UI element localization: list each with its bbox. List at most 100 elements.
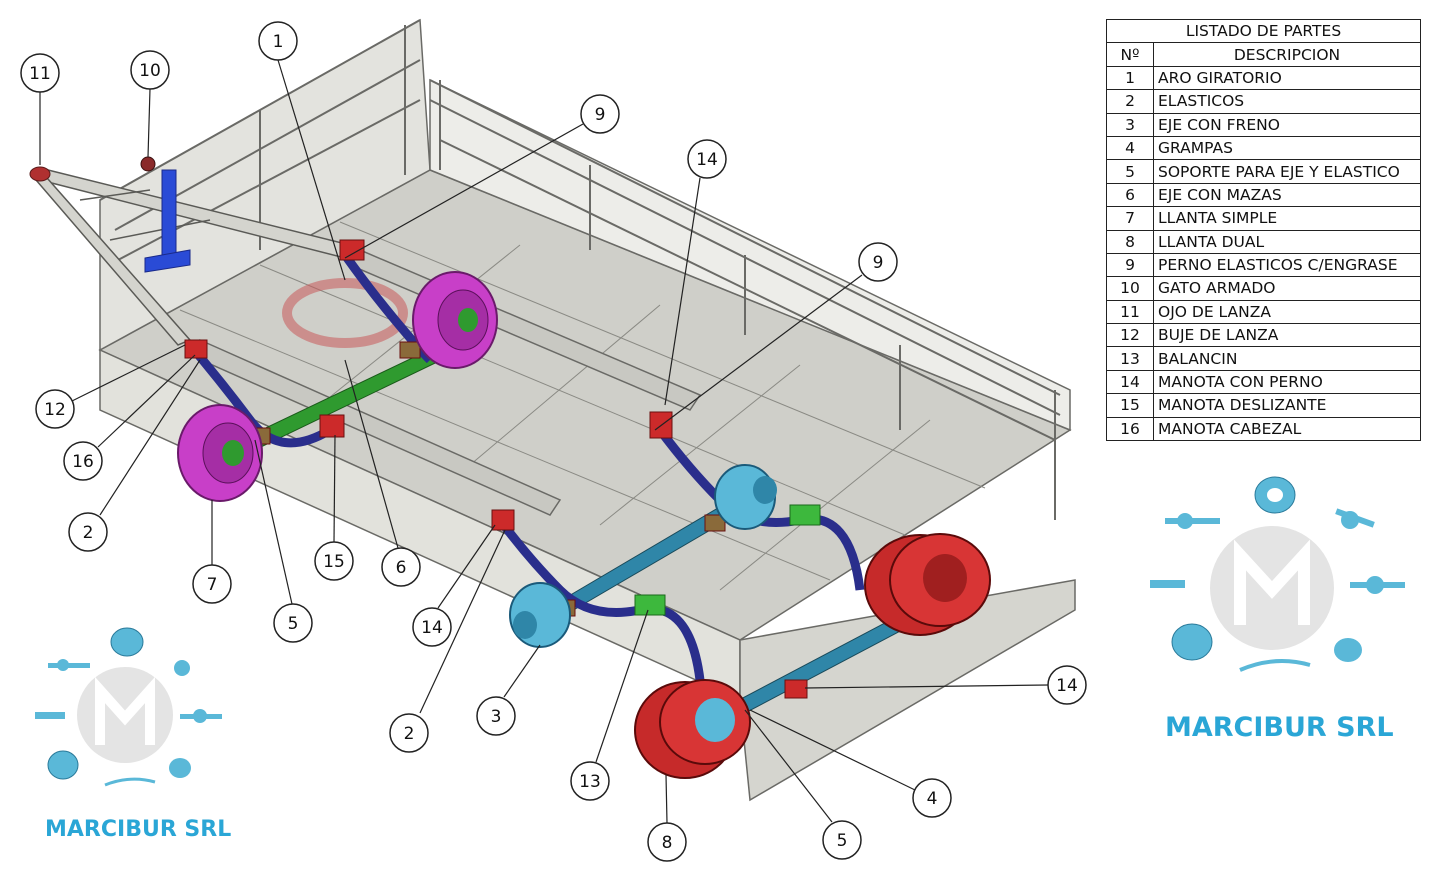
callout-9-right: 9	[858, 242, 898, 282]
part-description: BUJE DE LANZA	[1153, 323, 1421, 348]
callout-2-bottom: 2	[389, 713, 429, 753]
part-number: 15	[1106, 393, 1154, 418]
callout-6: 6	[381, 547, 421, 587]
part-description: EJE CON FRENO	[1153, 112, 1421, 137]
part-number: 8	[1106, 229, 1154, 254]
front-spring-right	[341, 252, 434, 364]
part-number: 1	[1106, 65, 1154, 91]
part-description: MANOTA CON PERNO	[1153, 369, 1421, 395]
part-description: MANOTA CABEZAL	[1153, 416, 1421, 442]
svg-text:2: 2	[404, 724, 415, 744]
part-description: ELASTICOS	[1153, 89, 1421, 114]
part-description: EJE CON MAZAS	[1153, 182, 1421, 208]
callouts: 1 11 10 9 14 9 12 16 2 7 15 6 5 14 3 2 1…	[20, 21, 1087, 862]
part-description: GRAMPAS	[1153, 135, 1421, 161]
dual-wheel-upper	[864, 533, 991, 636]
balancin-clamps	[634, 504, 821, 616]
callout-14-right: 14	[1047, 665, 1087, 705]
part-description: OJO DE LANZA	[1153, 299, 1421, 325]
rotating-ring	[282, 278, 408, 348]
svg-text:14: 14	[1056, 676, 1078, 696]
svg-text:5: 5	[288, 614, 299, 634]
leader-lines	[39, 59, 1049, 824]
part-number: 2	[1106, 89, 1154, 114]
front-wheel-left	[177, 404, 263, 502]
part-number: 4	[1106, 135, 1154, 161]
svg-text:3: 3	[491, 707, 502, 727]
svg-text:9: 9	[595, 105, 606, 125]
rear-spring-left	[496, 517, 705, 681]
parts-list-title: LISTADO DE PARTES	[1106, 18, 1421, 44]
svg-text:9: 9	[873, 253, 884, 273]
callout-12: 12	[35, 389, 75, 429]
callout-16: 16	[63, 441, 103, 481]
parts-title-row: LISTADO DE PARTES	[1106, 18, 1421, 44]
part-description: LLANTA DUAL	[1153, 229, 1421, 254]
svg-text:10: 10	[139, 61, 161, 81]
column-header-num: Nº	[1106, 42, 1154, 67]
svg-text:1: 1	[273, 32, 284, 52]
svg-text:16: 16	[72, 452, 94, 472]
end-wall	[739, 579, 1076, 802]
part-description: LLANTA SIMPLE	[1153, 206, 1421, 231]
dual-wheel-lower	[634, 679, 751, 779]
part-number: 14	[1106, 369, 1154, 395]
svg-text:7: 7	[207, 575, 218, 595]
callout-5-bottom: 5	[822, 820, 862, 860]
part-number: 9	[1106, 252, 1154, 278]
rear-axle-group	[491, 411, 991, 779]
front-axle-group	[177, 239, 498, 502]
callout-8: 8	[647, 822, 687, 862]
marcibur-logo-right	[1150, 476, 1405, 672]
svg-text:15: 15	[323, 552, 345, 572]
svg-text:11: 11	[29, 64, 51, 84]
callout-11: 11	[20, 53, 60, 93]
part-number: 12	[1106, 323, 1154, 348]
jack	[140, 156, 191, 273]
part-number: 7	[1106, 206, 1154, 231]
part-description: GATO ARMADO	[1153, 276, 1421, 301]
parts-header-row: Nº DESCRIPCION	[1106, 42, 1421, 67]
callout-14-top: 14	[687, 139, 727, 179]
callout-14-mid: 14	[412, 607, 452, 647]
rear-hub-lower	[509, 582, 571, 648]
svg-text:2: 2	[83, 523, 94, 543]
part-number: 6	[1106, 182, 1154, 208]
part-description: ARO GIRATORIO	[1153, 65, 1421, 91]
callout-4: 4	[912, 778, 952, 818]
part-description: PERNO ELASTICOS C/ENGRASE	[1153, 252, 1421, 278]
callout-7: 7	[192, 564, 232, 604]
svg-text:13: 13	[579, 772, 601, 792]
callout-3: 3	[476, 696, 516, 736]
svg-text:14: 14	[696, 150, 718, 170]
callout-2-left: 2	[68, 512, 108, 552]
svg-text:5: 5	[837, 831, 848, 851]
svg-text:4: 4	[927, 789, 938, 809]
part-description: SOPORTE PARA EJE Y ELASTICO	[1153, 159, 1421, 184]
part-description: MANOTA DESLIZANTE	[1153, 393, 1421, 418]
svg-text:12: 12	[44, 400, 66, 420]
callout-9-top: 9	[580, 94, 620, 134]
part-number: 3	[1106, 112, 1154, 137]
part-number: 11	[1106, 299, 1154, 325]
svg-text:6: 6	[396, 558, 407, 578]
front-wheel-right	[412, 271, 498, 369]
marcibur-logo-left	[35, 627, 222, 787]
draw-bar	[35, 167, 352, 346]
